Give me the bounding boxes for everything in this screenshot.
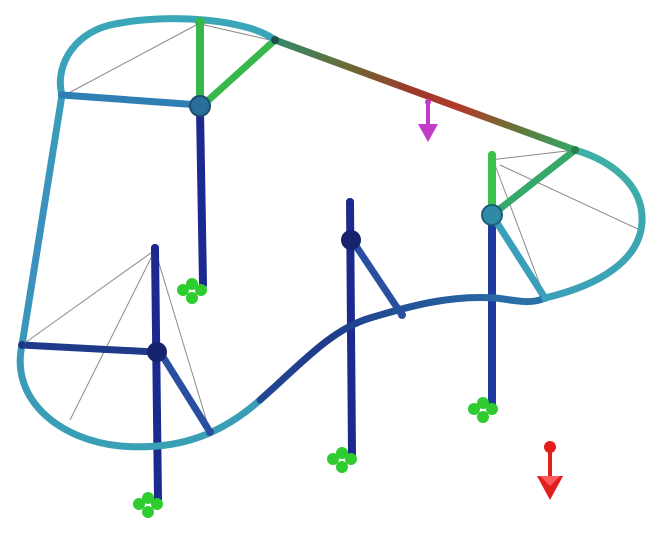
ring-beam (16, 15, 646, 451)
beam-bottom-left-arc[interactable] (16, 341, 264, 451)
beam-right-arc[interactable] (541, 146, 646, 302)
joint-node[interactable] (341, 230, 361, 250)
cable (69, 249, 156, 421)
joint-node[interactable] (488, 151, 496, 159)
cable (21, 249, 156, 346)
joint-node[interactable] (18, 341, 26, 349)
brace-strut[interactable] (199, 36, 279, 109)
joint-node[interactable] (189, 95, 211, 117)
strut-group (18, 36, 579, 436)
beam-bottom-s-curve[interactable] (256, 294, 549, 404)
joint-node[interactable] (481, 204, 503, 226)
joint-node[interactable] (541, 294, 549, 302)
brace-strut[interactable] (488, 211, 549, 302)
joint-node[interactable] (195, 17, 205, 27)
brace-strut[interactable] (156, 348, 214, 436)
joint-node[interactable] (346, 198, 354, 206)
column-post[interactable] (196, 106, 207, 289)
load-arrow-icon[interactable] (537, 441, 563, 500)
joint-node[interactable] (151, 244, 159, 252)
joint-node[interactable] (398, 311, 406, 319)
cable-group (21, 23, 641, 433)
fixed-support-icon[interactable] (468, 397, 498, 423)
brace-strut[interactable] (58, 91, 204, 109)
beam-top-left-arc[interactable] (56, 15, 279, 99)
fixed-support-icon[interactable] (133, 492, 163, 518)
brace-strut[interactable] (488, 146, 579, 219)
beam-left-side[interactable] (18, 91, 66, 349)
joint-node[interactable] (271, 36, 279, 44)
column-post[interactable] (151, 244, 162, 504)
joint-node[interactable] (206, 428, 214, 436)
cable (489, 149, 576, 161)
brace-strut[interactable] (18, 341, 159, 356)
joint-node[interactable] (58, 91, 66, 99)
fixed-support-icon[interactable] (177, 278, 207, 304)
cable (64, 23, 199, 96)
cable (199, 23, 271, 41)
fixed-support-icon[interactable] (327, 447, 357, 473)
support-group (133, 278, 498, 518)
load-arrow-icon[interactable] (418, 99, 438, 142)
cable (154, 249, 211, 433)
brace-strut[interactable] (348, 236, 406, 319)
cable (494, 164, 546, 299)
beam-top-span[interactable] (271, 36, 579, 154)
cable (499, 164, 641, 231)
joint-group (18, 17, 579, 436)
joint-node[interactable] (571, 146, 579, 154)
joint-node[interactable] (147, 342, 167, 362)
